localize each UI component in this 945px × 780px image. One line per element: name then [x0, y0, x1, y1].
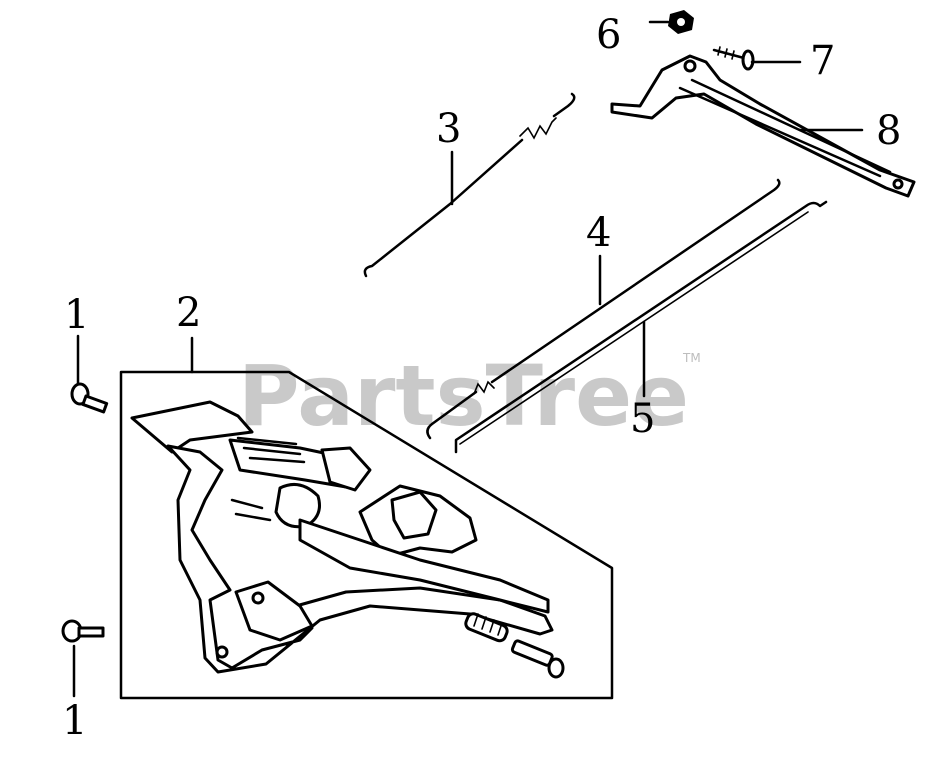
part-1-lower-bolt[interactable]: [61, 619, 105, 643]
part-5-choke-rod[interactable]: [454, 200, 828, 454]
part-6-nut[interactable]: [668, 10, 694, 34]
callout-2: 2: [176, 290, 201, 336]
callout-1-lower: 1: [62, 698, 87, 744]
watermark-trademark: TM: [682, 351, 701, 365]
bracket-bolt: [510, 639, 565, 679]
callout-3: 3: [436, 106, 461, 152]
watermark-text: PartsTree: [238, 347, 689, 445]
part-1-upper-bolt[interactable]: [70, 382, 109, 414]
part-4-throttle-rod[interactable]: [426, 178, 781, 440]
part-2-governor-bracket[interactable]: [130, 400, 565, 679]
part-3-governor-spring[interactable]: [363, 92, 576, 278]
bracket-spring: [464, 612, 509, 643]
assembly-frame: [119, 370, 614, 700]
callout-7: 7: [810, 38, 835, 84]
part-7-screw[interactable]: [712, 46, 755, 71]
leader-lines: [72, 20, 864, 698]
part-8-control-lever[interactable]: [610, 54, 916, 198]
callout-8: 8: [876, 108, 901, 154]
callout-6: 6: [596, 12, 621, 58]
callout-5: 5: [630, 396, 655, 442]
callout-1-upper: 1: [64, 292, 89, 338]
callout-4: 4: [586, 210, 611, 256]
